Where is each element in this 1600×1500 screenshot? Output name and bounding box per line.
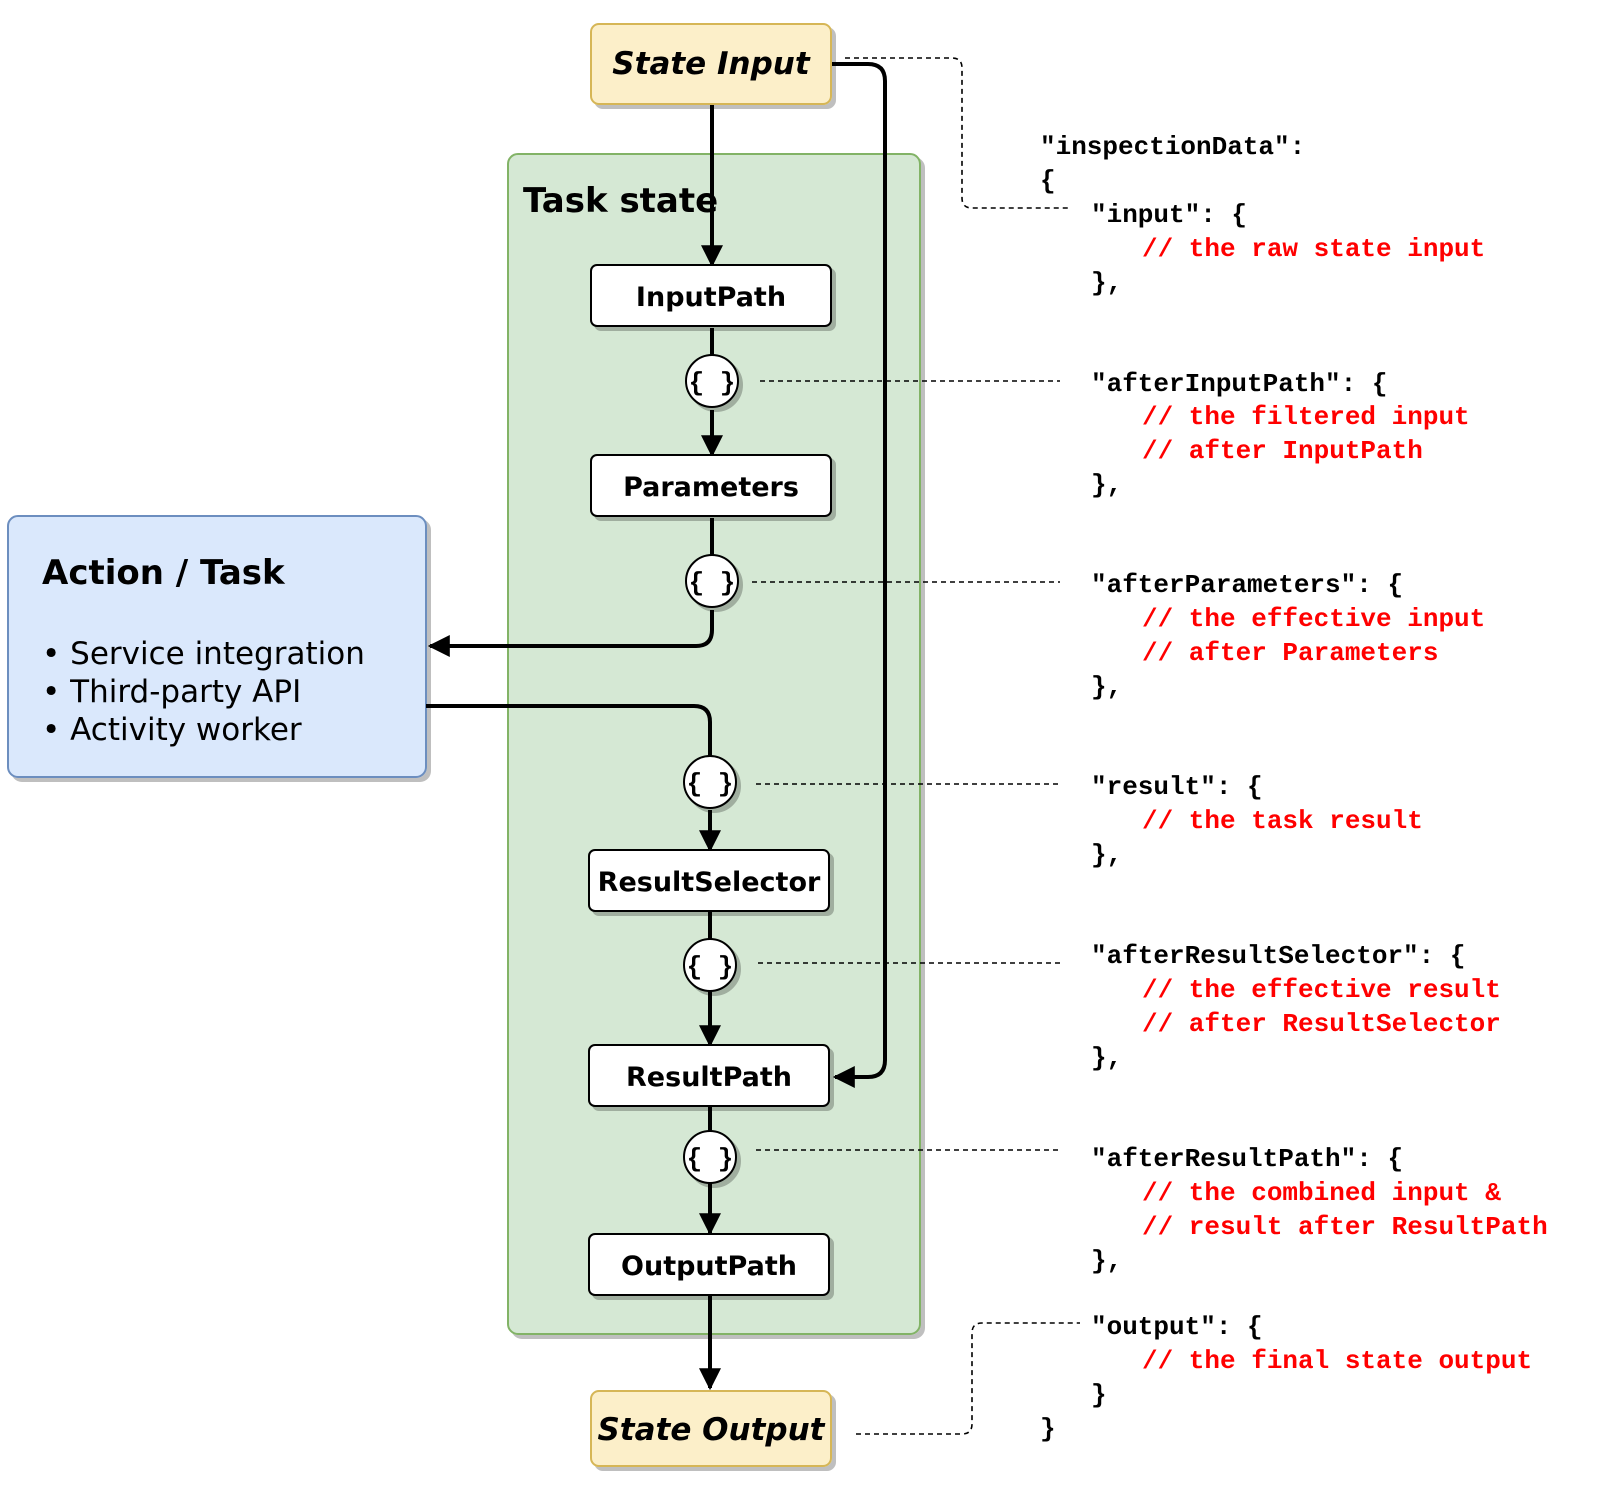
code-close-output: }: [1091, 1380, 1107, 1410]
code-key-after-resultpath: "afterResultPath": {: [1091, 1144, 1403, 1174]
action-task-title: Action / Task: [42, 553, 286, 593]
code-comment-after-parameters-1: // the effective input: [1142, 604, 1485, 634]
brace-after-resultpath: { }: [683, 1130, 737, 1184]
brace-after-resultselector: { }: [683, 938, 737, 992]
code-header-key: "inspectionData":: [1040, 132, 1305, 162]
state-input-label: State Input: [612, 46, 811, 82]
dashed-connectors: [752, 57, 1080, 1435]
step-inputpath-label: InputPath: [636, 282, 786, 313]
state-input-box: State Input: [590, 23, 832, 105]
code-close-after-parameters: },: [1091, 672, 1122, 702]
step-resultselector-label: ResultSelector: [598, 867, 821, 898]
dashed-connector-input: [845, 57, 1070, 209]
brace-after-inputpath: { }: [685, 354, 739, 408]
code-comment-result: // the task result: [1142, 806, 1423, 836]
code-comment-after-parameters-2: // after Parameters: [1142, 638, 1438, 668]
action-item-activity-worker: • Activity worker: [42, 712, 302, 748]
state-output-label: State Output: [597, 1412, 825, 1448]
step-parameters-label: Parameters: [623, 472, 799, 503]
step-resultpath: ResultPath: [588, 1044, 830, 1107]
inspection-data-code: "inspectionData": { "input": { // the ra…: [1040, 132, 1548, 1444]
brace-after-parameters: { }: [685, 554, 739, 608]
action-item-third-party-api: • Third-party API: [42, 674, 301, 710]
code-comment-after-inputpath-1: // the filtered input: [1142, 402, 1470, 432]
brace-icon: { }: [689, 368, 736, 398]
brace-icon: { }: [687, 952, 734, 982]
code-key-after-inputpath: "afterInputPath": {: [1091, 369, 1387, 399]
brace-icon: { }: [687, 1144, 734, 1174]
brace-result: { }: [683, 755, 737, 809]
step-outputpath: OutputPath: [588, 1233, 830, 1296]
task-state-title: Task state: [523, 181, 718, 221]
code-key-result: "result": {: [1091, 772, 1263, 802]
brace-icon: { }: [689, 568, 736, 598]
step-parameters: Parameters: [590, 454, 832, 517]
flow-line-action-task-to-brace: [426, 704, 712, 758]
flow-arrow-to-action-task: [427, 610, 714, 657]
state-output-box: State Output: [590, 1390, 832, 1467]
code-key-after-resultselector: "afterResultSelector": {: [1091, 941, 1465, 971]
flow-lines: [426, 62, 887, 1391]
code-open-brace: {: [1040, 166, 1056, 196]
code-close-after-resultselector: },: [1091, 1043, 1122, 1073]
code-key-input: "input": {: [1091, 200, 1247, 230]
step-outputpath-label: OutputPath: [621, 1251, 797, 1282]
task-state-container: Task state: [507, 153, 921, 1335]
code-close-result: },: [1091, 840, 1122, 870]
code-key-after-parameters: "afterParameters": {: [1091, 570, 1403, 600]
code-comment-after-resultpath-1: // the combined input &: [1142, 1178, 1501, 1208]
step-resultselector: ResultSelector: [588, 849, 830, 912]
code-comment-after-resultselector-2: // after ResultSelector: [1142, 1009, 1501, 1039]
code-close-input: },: [1091, 268, 1122, 298]
code-close-after-inputpath: },: [1091, 470, 1122, 500]
action-item-service-integration: • Service integration: [42, 636, 365, 672]
code-close-brace: }: [1040, 1414, 1056, 1444]
dashed-connector-output: [856, 1322, 1080, 1435]
code-close-after-resultpath: },: [1091, 1246, 1122, 1276]
brace-icon: { }: [687, 769, 734, 799]
code-comment-after-resultpath-2: // result after ResultPath: [1142, 1212, 1548, 1242]
code-comment-after-inputpath-2: // after InputPath: [1142, 436, 1423, 466]
code-key-output: "output": {: [1091, 1312, 1263, 1342]
code-comment-output: // the final state output: [1142, 1346, 1532, 1376]
code-comment-after-resultselector-1: // the effective result: [1142, 975, 1501, 1005]
code-comment-input: // the raw state input: [1142, 234, 1485, 264]
action-task-box: Action / Task • Service integration • Th…: [7, 515, 427, 778]
step-inputpath: InputPath: [590, 264, 832, 327]
flow-arrow-input-bypass-to-resultpath: [832, 62, 887, 1088]
step-resultpath-label: ResultPath: [626, 1062, 792, 1093]
